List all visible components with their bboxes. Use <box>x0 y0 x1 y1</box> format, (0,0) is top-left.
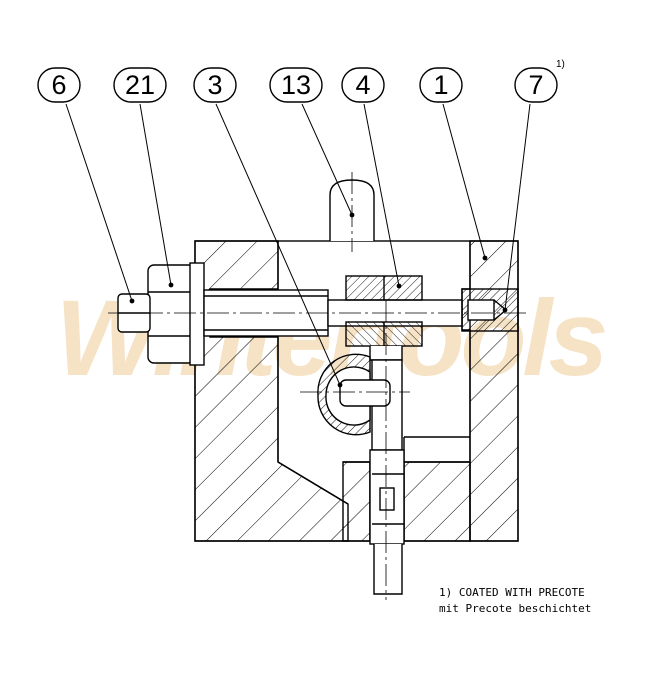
balloon-6-label: 6 <box>51 70 66 100</box>
balloon-4-label: 4 <box>355 70 370 100</box>
footnote-marker: 1) <box>556 59 565 70</box>
balloon-13: 13 <box>269 67 323 103</box>
balloon-6: 6 <box>37 67 81 103</box>
note-line-2: mit Precote beschichtet <box>439 602 592 615</box>
balloon-7: 7 <box>514 67 558 103</box>
balloon-13-label: 13 <box>281 70 311 100</box>
balloon-21-label: 21 <box>125 70 155 100</box>
collar-part-4 <box>345 275 423 347</box>
leader-dots <box>129 212 508 388</box>
balloon-4: 4 <box>341 67 385 103</box>
balloon-1-label: 1 <box>433 70 448 100</box>
note-line-1: 1) COATED WITH PRECOTE <box>439 586 585 599</box>
center-lines <box>108 172 530 600</box>
nut-part-21 <box>147 262 205 366</box>
balloon-3: 3 <box>193 67 237 103</box>
balloon-1: 1 <box>419 67 463 103</box>
insert-part-7 <box>461 288 519 332</box>
leader-lines <box>65 103 531 386</box>
ball-part-3 <box>317 353 391 436</box>
balloon-3-label: 3 <box>207 70 222 100</box>
balloon-7-label: 7 <box>528 70 543 100</box>
balloon-21: 21 <box>113 67 167 103</box>
